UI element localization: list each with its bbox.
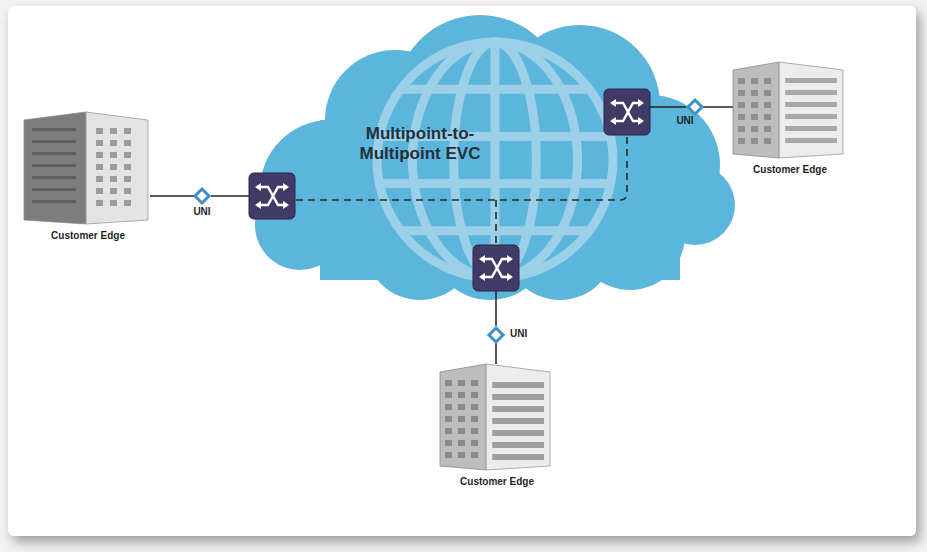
uni-diamond — [488, 327, 504, 343]
uni-diamond-outline — [688, 100, 702, 114]
panel — [8, 6, 916, 536]
customer-building: Customer Edge — [733, 62, 847, 175]
uni-point: UNI — [687, 99, 703, 115]
link-line — [703, 106, 735, 108]
building-windows — [32, 128, 131, 206]
building-icon — [24, 112, 148, 224]
building-windows — [445, 380, 544, 460]
uni-diamond — [687, 99, 703, 115]
switch-icon — [473, 245, 519, 291]
cloud-body — [255, 15, 735, 300]
cloud-shape — [240, 12, 730, 312]
link-line — [150, 195, 194, 197]
link-line — [495, 343, 497, 364]
customer-building: Customer Edge — [24, 112, 152, 241]
building-body — [733, 62, 843, 158]
building-windows — [738, 78, 837, 144]
building-label: Customer Edge — [24, 224, 152, 241]
building-icon — [733, 62, 843, 158]
uni-label: UNI — [510, 328, 550, 339]
uni-point: UNI — [194, 188, 210, 204]
switch-icon — [604, 89, 650, 135]
building-icon — [440, 364, 550, 470]
building-label: Customer Edge — [733, 158, 847, 175]
customer-building: Customer Edge — [440, 364, 554, 487]
network-cloud: Multipoint-to-Multipoint EVC — [240, 12, 730, 312]
uni-diamond-outline — [489, 328, 503, 342]
uni-label: UNI — [172, 206, 232, 217]
building-body — [24, 112, 148, 224]
uni-point: UNI — [488, 327, 504, 343]
access-lines — [211, 107, 686, 326]
uni-diamond-outline — [195, 189, 209, 203]
cloud-title: Multipoint-to-Multipoint EVC — [335, 124, 505, 164]
uni-label: UNI — [655, 115, 715, 126]
building-body — [440, 364, 550, 470]
uni-diamond — [194, 188, 210, 204]
building-label: Customer Edge — [440, 470, 554, 487]
switch-icon — [249, 173, 295, 219]
